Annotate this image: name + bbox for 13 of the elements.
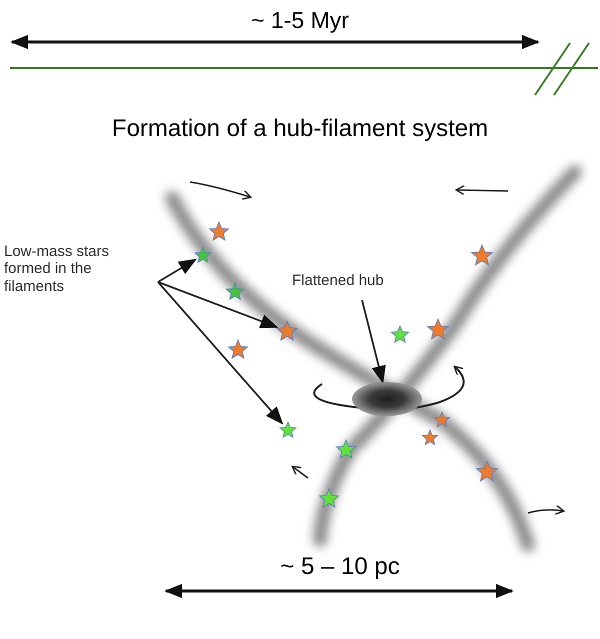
- leader-arrow: [361, 300, 386, 384]
- star-icon: [276, 320, 298, 342]
- star-icon: [194, 246, 212, 264]
- annotation-text: Flattened hub: [292, 272, 422, 294]
- title: Formation of a hub-filament system: [110, 114, 490, 144]
- leader-arrow: [158, 281, 278, 328]
- dimension-label: ~ 1-5 Myr: [250, 6, 350, 35]
- annotation-text: Low-mass stars formed in the filaments: [4, 243, 150, 309]
- hub-blob: [352, 382, 422, 416]
- leader-arrow: [157, 281, 284, 425]
- star-icon: [279, 421, 297, 439]
- leader-arrow: [158, 258, 197, 283]
- dimension-label: ~ 5 – 10 pc: [279, 552, 401, 582]
